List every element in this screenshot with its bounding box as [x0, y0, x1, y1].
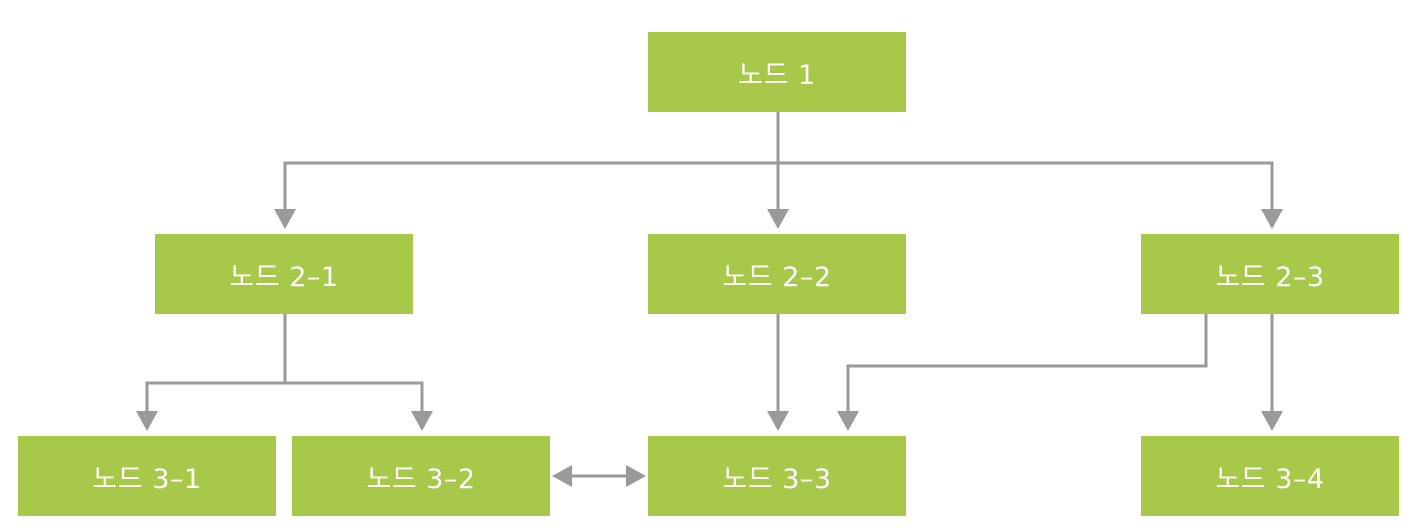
edge-node1-to-node2-1: [274, 112, 780, 229]
node-3-4-label: 노드 3–4: [1215, 463, 1325, 495]
node-2-2: 노드 2–2: [648, 234, 906, 314]
node-3-1-label: 노드 3–1: [92, 463, 202, 495]
node-2-1: 노드 2–1: [155, 234, 413, 314]
node-3-1: 노드 3–1: [18, 436, 276, 516]
node-3-3: 노드 3–3: [648, 436, 906, 516]
node-2-2-label: 노드 2–2: [722, 261, 832, 293]
node-1: 노드 1: [648, 32, 906, 112]
edge-node2-1-to-node3-2: [285, 381, 433, 431]
node-3-4: 노드 3–4: [1141, 436, 1399, 516]
edge-node3-2-node3-3-bidirectional: [552, 465, 646, 487]
node-3-2: 노드 3–2: [292, 436, 550, 516]
edge-node2-2-to-node3-3: [767, 314, 789, 431]
node-2-3-label: 노드 2–3: [1215, 261, 1325, 293]
node-3-2-label: 노드 3–2: [366, 463, 476, 495]
node-3-3-label: 노드 3–3: [722, 463, 832, 495]
node-2-3: 노드 2–3: [1141, 234, 1399, 314]
edge-node2-3-to-node3-4: [1261, 314, 1283, 431]
edge-node2-1-to-node3-1: [136, 314, 287, 431]
edge-node1-to-node2-3: [778, 161, 1283, 229]
node-1-label: 노드 1: [738, 59, 816, 91]
edge-node2-3-to-node3-3: [837, 314, 1208, 431]
node-2-1-label: 노드 2–1: [229, 261, 339, 293]
edge-node1-to-node2-2: [767, 163, 789, 229]
